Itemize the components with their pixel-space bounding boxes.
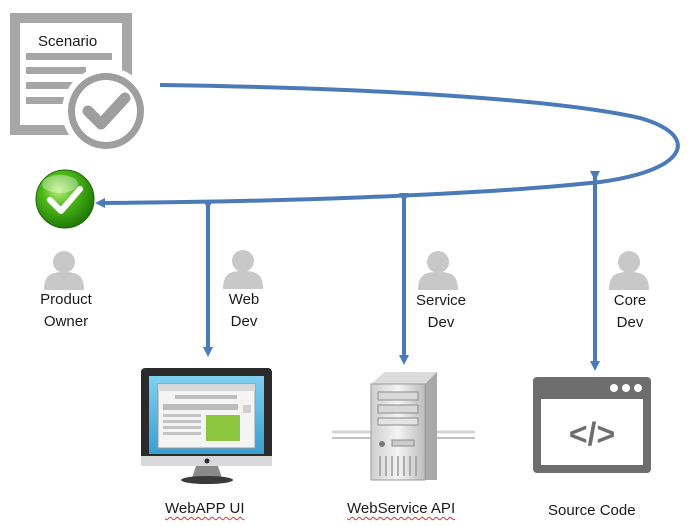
monitor-icon — [141, 368, 272, 484]
green-check-icon — [35, 169, 95, 229]
product-owner-person-icon — [44, 251, 84, 290]
service-dev-person-icon — [418, 251, 458, 290]
scenario-label: Scenario — [38, 33, 98, 50]
code-window-icon: </> — [533, 377, 651, 473]
role-label-line1: Product — [40, 291, 92, 308]
component-label-webapp-ui: WebAPP UI — [165, 500, 244, 517]
core-dev-person-icon — [609, 251, 649, 290]
feedback-loop-arrow — [95, 83, 680, 208]
web-dev-person-icon — [223, 250, 263, 289]
code-glyph: </> — [569, 416, 615, 452]
role-label-line1: Service — [415, 292, 467, 309]
component-label: Source Code — [548, 502, 636, 519]
component-label-webservice-api: WebService API — [347, 500, 455, 517]
role-service-dev: Service Dev — [412, 290, 470, 334]
role-core-dev: Core Dev — [604, 290, 656, 334]
role-label-line1: Core — [613, 292, 647, 309]
scenario-document-icon — [10, 13, 150, 155]
role-label-line2: Dev — [230, 313, 258, 330]
component-label: WebAPP UI — [165, 500, 245, 517]
role-label-line2: Dev — [427, 314, 455, 331]
role-label-line2: Owner — [43, 313, 89, 330]
role-web-dev: Web Dev — [218, 289, 270, 333]
role-label-line1: Web — [228, 291, 260, 308]
component-label: WebService API — [347, 500, 456, 517]
server-icon — [332, 372, 475, 481]
role-label-line2: Dev — [616, 314, 644, 331]
component-label-source-code: Source Code — [548, 502, 636, 519]
role-product-owner: Product Owner — [34, 289, 98, 333]
